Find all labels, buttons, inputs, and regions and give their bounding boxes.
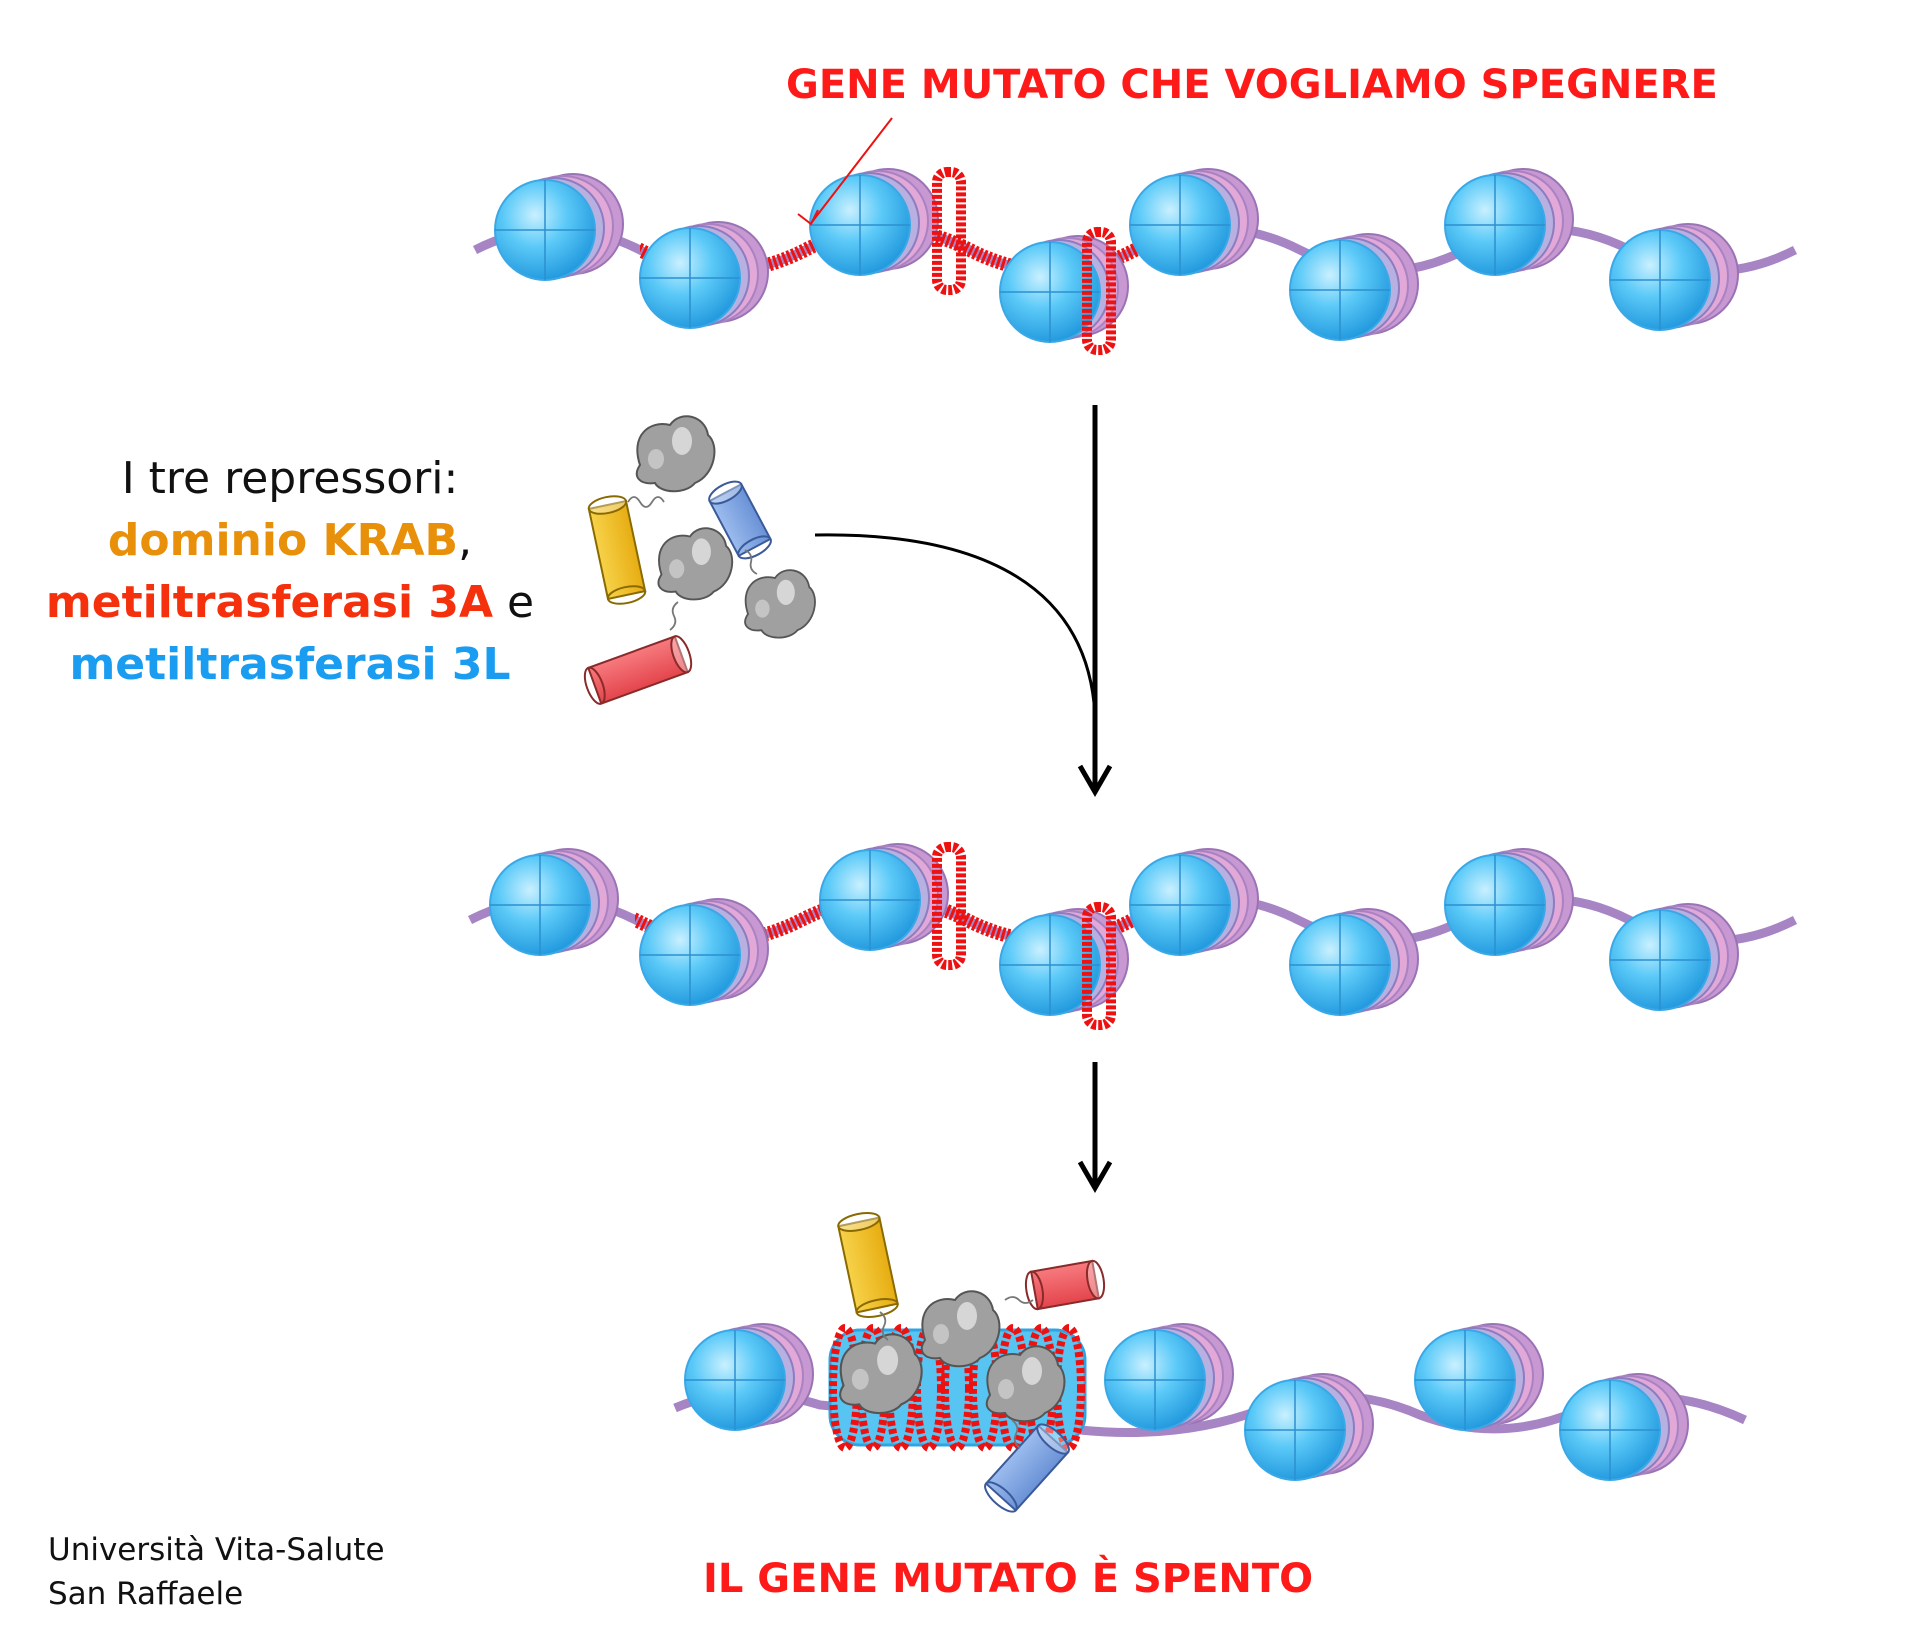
krab-cylinder: [587, 495, 647, 605]
effector-protein: [920, 1290, 1001, 1368]
chromatin-fiber-silenced: [673, 1323, 1747, 1481]
linker: [1004, 1296, 1034, 1304]
effector-protein: [744, 569, 816, 639]
effector-protein: [985, 1345, 1066, 1423]
repressor-legend-heading: I tre repressori:: [121, 453, 459, 504]
repressor-legend: I tre repressori: dominio KRAB, metiltra…: [40, 448, 540, 696]
nucleosome: [489, 848, 619, 956]
gene-pointer-arrow: [811, 117, 893, 223]
target-gene-label: GENE MUTATO CHE VOGLIAMO SPEGNERE: [786, 62, 1718, 108]
linker: [1011, 1419, 1021, 1449]
linker: [879, 1311, 889, 1341]
gene-wrap: [932, 167, 966, 295]
process-arrowhead-2: [1077, 1160, 1113, 1194]
silencing-complex: [837, 1212, 1106, 1513]
effector-protein: [657, 527, 734, 601]
gene-wrap: [1082, 227, 1116, 355]
nucleosome: [809, 168, 939, 276]
repressor-krab-line: dominio KRAB,: [40, 510, 540, 572]
effector-protein: [839, 1333, 923, 1415]
nucleosome: [639, 898, 769, 1006]
dnmt3l-label: metiltrasferasi 3L: [69, 639, 511, 690]
gene-wrap: [1082, 902, 1116, 1030]
nucleosome: [494, 173, 624, 281]
nucleosome: [684, 1323, 814, 1431]
dnmt3l-cylinder: [984, 1423, 1070, 1513]
effector-protein: [635, 415, 716, 493]
repressor-binding-arrow: [814, 533, 1097, 716]
process-arrowhead-1: [1077, 764, 1113, 798]
gene-pointer-arrowhead: [797, 209, 819, 226]
gene-silenced-label: IL GENE MUTATO È SPENTO: [703, 1556, 1314, 1602]
linker: [669, 601, 679, 631]
repressor-cluster: [583, 415, 816, 705]
nucleosome: [1444, 848, 1574, 956]
nucleosome: [1444, 168, 1574, 276]
chromatin-fiber-before: [472, 167, 1798, 355]
gene-wrap: [932, 842, 966, 970]
nucleosome: [1414, 1323, 1544, 1431]
linker: [744, 549, 758, 575]
nucleosome: [1559, 1373, 1689, 1481]
credit-line-2: San Raffaele: [48, 1576, 244, 1612]
krab-suffix: ,: [458, 515, 473, 566]
repressor-3a-line: metiltrasferasi 3A e: [40, 572, 540, 634]
chromatin-fiber-targeted: [467, 842, 1798, 1030]
institution-credit: Università Vita-Salute San Raffaele: [48, 1528, 385, 1616]
nucleosome: [1609, 223, 1739, 331]
dnmt3a-label: metiltrasferasi 3A: [45, 577, 494, 628]
dnmt3l-cylinder: [708, 480, 772, 560]
nucleosome: [1244, 1373, 1374, 1481]
linker: [627, 496, 665, 508]
credit-line-1: Università Vita-Salute: [48, 1532, 385, 1568]
krab-domain-label: dominio KRAB: [107, 515, 459, 566]
nucleosome: [639, 221, 769, 329]
nucleosome: [819, 843, 949, 951]
nucleosome: [1289, 908, 1419, 1016]
dnmt3a-cylinder: [1024, 1259, 1106, 1311]
nucleosome: [1609, 903, 1739, 1011]
dnmt3a-cylinder: [583, 635, 693, 705]
nucleosome: [1129, 168, 1259, 276]
nucleosome: [1289, 233, 1419, 341]
nucleosome: [1129, 848, 1259, 956]
nucleosome: [1104, 1323, 1234, 1431]
krab-cylinder: [837, 1212, 899, 1318]
methylated-dna-loop: [1053, 1324, 1085, 1452]
dnmt3a-suffix: e: [493, 577, 535, 628]
